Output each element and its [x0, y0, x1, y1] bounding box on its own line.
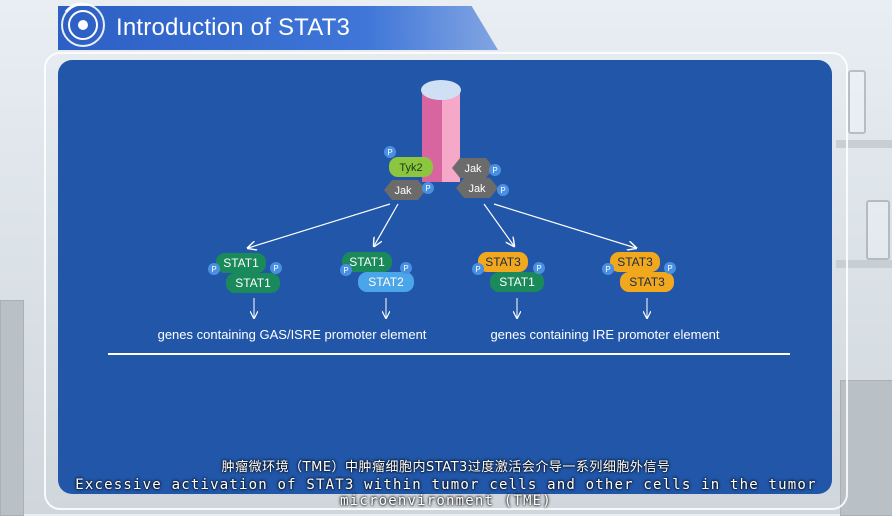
atom-logo-icon	[61, 2, 105, 47]
stat-top	[216, 253, 266, 273]
dimer-stat1-stat2: STAT1 STAT2 P P	[340, 252, 414, 292]
phospho-label: P	[667, 264, 672, 273]
phospho-marker	[497, 184, 509, 196]
activation-arrows	[248, 203, 636, 248]
phospho-marker	[602, 263, 614, 275]
receptor-chain-right	[442, 90, 460, 182]
stat-bottom-label: STAT3	[629, 275, 665, 289]
stat-top-label: STAT1	[349, 255, 385, 269]
jak-kinase-left	[384, 180, 426, 200]
gene-arrows	[254, 298, 647, 318]
stat-top	[478, 252, 528, 272]
stat-top	[342, 252, 392, 272]
phospho-label: P	[273, 264, 278, 273]
phospho-marker	[270, 262, 282, 274]
stat-bottom	[490, 272, 544, 292]
phospho-label: P	[425, 184, 430, 193]
glass-flask-icon	[848, 70, 866, 134]
stat-bottom-label: STAT2	[368, 275, 404, 289]
outcome-gas-isre: genes containing GAS/ISRE promoter eleme…	[158, 327, 427, 342]
phospho-marker	[664, 262, 676, 274]
phospho-marker	[489, 164, 501, 176]
signaling-diagram: P Tyk2 Jak P Jak P Jak P	[108, 80, 790, 355]
title-bar	[58, 6, 498, 50]
jak-kinase-right-1	[452, 158, 494, 178]
tyk2-label: Tyk2	[399, 162, 422, 174]
phospho-label: P	[500, 186, 505, 195]
jak-label-right-1: Jak	[464, 163, 482, 175]
phospho-label: P	[536, 264, 541, 273]
stat-top	[610, 252, 660, 272]
outcome-ire: genes containing IRE promoter element	[490, 327, 719, 342]
dimer-stat3-stat3: STAT3 STAT3 P P	[602, 252, 676, 292]
dimer-stat3-stat1: STAT3 STAT1 P P	[472, 252, 545, 292]
caption-chinese: 肿瘤微环境（TME）中肿瘤细胞内STAT3过度激活会介导一系列细胞外信号	[221, 460, 671, 475]
diagram-panel: P Tyk2 Jak P Jak P Jak P	[58, 60, 832, 494]
panel-frame	[44, 52, 848, 510]
stat-bottom-label: STAT1	[235, 276, 271, 290]
phospho-label: P	[492, 166, 497, 175]
phospho-label: P	[387, 148, 392, 157]
phospho-marker	[208, 263, 220, 275]
phospho-marker	[533, 262, 545, 274]
glass-bottle-icon	[866, 200, 890, 260]
stat-top-label: STAT1	[223, 256, 259, 270]
caption-english: Excessive activation of STAT3 within tum…	[75, 477, 817, 509]
page-title: Introduction of STAT3	[116, 14, 351, 41]
phospho-label: P	[605, 265, 610, 274]
jak-kinase-right-2	[456, 178, 498, 198]
jak-label-right-2: Jak	[468, 183, 486, 195]
phospho-marker	[384, 146, 396, 158]
stat-bottom-label: STAT1	[499, 275, 535, 289]
arrow-to-stat3-stat1	[483, 203, 514, 246]
stat-bottom	[358, 272, 414, 292]
phospho-label: P	[475, 265, 480, 274]
shelf-right-top	[836, 140, 892, 148]
cabinet-left	[0, 300, 24, 516]
shelf-right-mid	[836, 260, 892, 268]
phospho-marker	[340, 264, 352, 276]
stat-top-label: STAT3	[617, 255, 653, 269]
cabinet-right	[840, 380, 892, 516]
jak-label-left: Jak	[394, 185, 412, 197]
phospho-label: P	[343, 266, 348, 275]
arrow-to-stat1-stat2	[374, 203, 399, 246]
phospho-marker	[400, 262, 412, 274]
stat-bottom	[620, 272, 674, 292]
phospho-label: P	[403, 264, 408, 273]
kinase-group-left: P Tyk2 Jak P	[384, 146, 434, 200]
phospho-label: P	[211, 265, 216, 274]
stat-top-label: STAT3	[485, 255, 521, 269]
kinase-group-right: Jak P Jak P	[452, 158, 509, 198]
phospho-marker	[422, 182, 434, 194]
stat-bottom	[226, 273, 280, 293]
phospho-marker	[472, 263, 484, 275]
receptor-top	[421, 80, 461, 100]
tyk2-kinase	[389, 157, 433, 177]
arrow-to-stat3-stat3	[493, 203, 636, 248]
arrow-to-stat1-stat1	[248, 203, 391, 248]
dimer-stat1-stat1: STAT1 STAT1 P P	[208, 253, 282, 293]
